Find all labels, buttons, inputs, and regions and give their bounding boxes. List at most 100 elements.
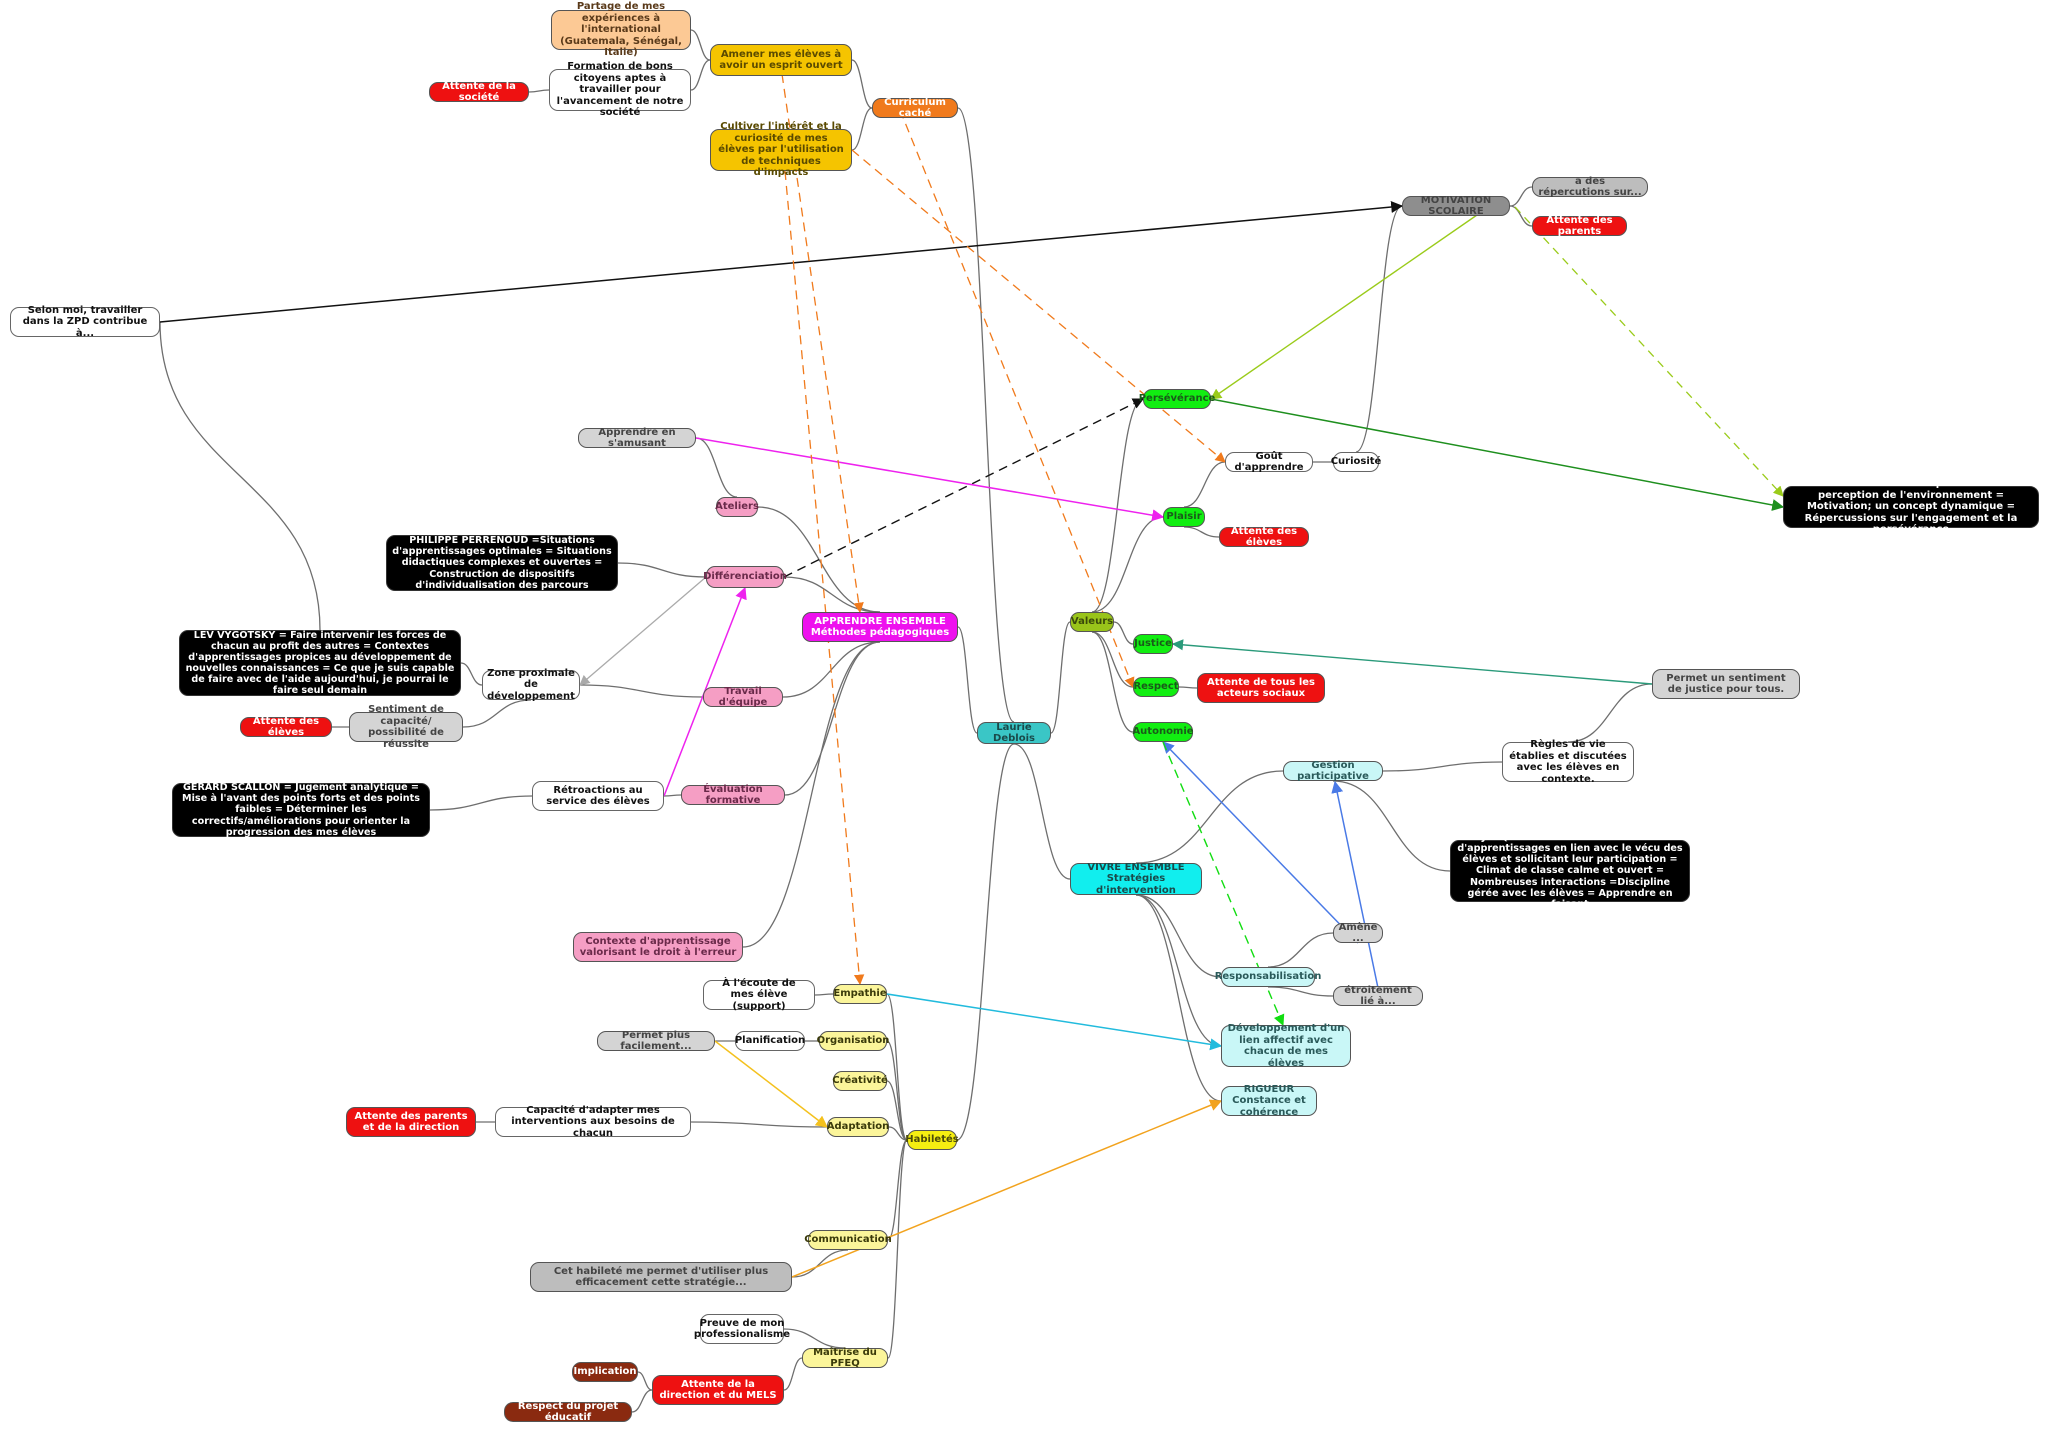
node-zone-proximale[interactable]: Zone proximale de développement bbox=[482, 668, 580, 702]
node-planification[interactable]: Planification bbox=[735, 1031, 805, 1051]
link-vivre-rigueur bbox=[1135, 894, 1222, 1102]
link-hab-organisation bbox=[886, 1040, 908, 1141]
node-perrenoud[interactable]: PHILIPPE PERRENOUD =Situations d'apprent… bbox=[386, 535, 618, 591]
node-formation[interactable]: Formation de bons citoyens aptes à trava… bbox=[549, 61, 691, 118]
node-habiletes[interactable]: Habiletés bbox=[905, 1130, 959, 1150]
node-rigueur[interactable]: RIGUEUR Constance et cohérence bbox=[1221, 1084, 1317, 1118]
node-contexte[interactable]: Contexte d'apprentissage valorisant le d… bbox=[573, 932, 743, 962]
node-maitrise[interactable]: Maîtrise du PFEQ bbox=[802, 1347, 888, 1369]
node-empathie[interactable]: Empathie bbox=[833, 984, 887, 1004]
node-respect[interactable]: Respect bbox=[1133, 677, 1179, 697]
node-viau[interactable]: ROLLAND VIAU = Perception de soi et perc… bbox=[1783, 478, 2039, 535]
node-autonomie[interactable]: Autonomie bbox=[1132, 722, 1194, 742]
arrow-amene-autonomie bbox=[1162, 741, 1359, 944]
link-empathie-ecoute bbox=[814, 993, 834, 996]
link-diff-perrenoud bbox=[617, 562, 707, 578]
node-ecoute[interactable]: À l'écoute de mes élève (support) bbox=[703, 978, 815, 1012]
node-curiosite[interactable]: Curiosité bbox=[1331, 452, 1381, 472]
node-cet-habilete[interactable]: Cet habileté me permet d'utiliser plus e… bbox=[530, 1262, 792, 1292]
arrow-empathie-lien bbox=[886, 993, 1223, 1051]
node-attente-direction-mels[interactable]: Attente de la direction et du MELS bbox=[652, 1375, 784, 1405]
arrow-diff-zone bbox=[579, 576, 707, 686]
link-motivation-rep bbox=[1509, 186, 1533, 207]
arrow-repercutions-perseverance bbox=[1210, 205, 1491, 400]
link-adapt-capacite bbox=[690, 1121, 828, 1128]
node-plaisir[interactable]: Plaisir bbox=[1163, 507, 1205, 527]
arrow-zpd-motivation bbox=[159, 201, 1404, 323]
node-preuve[interactable]: Preuve de mon professionalisme bbox=[694, 1314, 790, 1344]
node-caron[interactable]: JACQUELINE CARON = Situations d'apprenti… bbox=[1450, 832, 1690, 910]
node-retroactions[interactable]: Rétroactions au service des élèves bbox=[532, 781, 664, 811]
node-attente-acteurs[interactable]: Attente de tous les acteurs sociaux bbox=[1197, 673, 1325, 703]
node-gestion-participative[interactable]: Gestion participative bbox=[1283, 760, 1383, 782]
link-laurie-apprendre bbox=[957, 626, 978, 734]
node-communication[interactable]: Communication bbox=[804, 1230, 892, 1250]
node-perseverance[interactable]: Persévérance bbox=[1139, 389, 1215, 409]
node-zpd[interactable]: Selon moi, travailler dans la ZPD contri… bbox=[10, 305, 160, 339]
link-amener-formation bbox=[690, 59, 711, 91]
link-formation-attente bbox=[528, 89, 550, 93]
node-organisation[interactable]: Organisation bbox=[817, 1031, 889, 1051]
node-motivation[interactable]: MOTIVATION SCOLAIRE bbox=[1402, 195, 1510, 217]
node-capacite-adapter[interactable]: Capacité d'adapter mes interventions aux… bbox=[495, 1105, 691, 1139]
node-curriculum[interactable]: Curriculum caché bbox=[872, 97, 958, 119]
node-adaptation[interactable]: Adaptation bbox=[827, 1117, 889, 1137]
node-developpement-lien[interactable]: Développement d'un lien affectif avec ch… bbox=[1221, 1023, 1351, 1069]
link-hab-maitrise bbox=[887, 1139, 908, 1359]
link-travail-zone bbox=[579, 684, 704, 698]
node-regles[interactable]: Règles de vie établies et discutées avec… bbox=[1502, 739, 1634, 785]
link-curriculum-amener bbox=[851, 59, 873, 109]
node-vivre-ensemble[interactable]: VIVRE ENSEMBLE Stratégies d'intervention bbox=[1070, 862, 1202, 896]
node-amener[interactable]: Amener mes élèves à avoir un esprit ouve… bbox=[710, 44, 852, 76]
node-attente-parents[interactable]: Attente des parents bbox=[1532, 215, 1627, 237]
link-resp-amene bbox=[1267, 932, 1334, 968]
node-apprendre-amusant[interactable]: Apprendre en s'amusant bbox=[578, 427, 696, 449]
link-apprendre-diff bbox=[783, 576, 881, 613]
link-hab-communication bbox=[887, 1139, 908, 1241]
node-cultiver[interactable]: Cultiver l'intérêt et la curiosité de me… bbox=[710, 121, 852, 178]
node-sentiment-capacite[interactable]: Sentiment de capacité/ possibilité de ré… bbox=[349, 704, 463, 750]
node-valeurs[interactable]: Valeurs bbox=[1070, 612, 1114, 632]
node-responsabilisation[interactable]: Responsabilisation bbox=[1215, 967, 1321, 987]
link-laurie-valeurs bbox=[1050, 621, 1071, 734]
arrow-permet-adaptation bbox=[714, 1040, 828, 1128]
arrow-motivation-viau bbox=[1514, 206, 1784, 497]
link-maitrise-attente bbox=[783, 1357, 803, 1391]
node-implication[interactable]: Implication bbox=[572, 1362, 638, 1382]
node-repercutions[interactable]: a des répercutions sur... bbox=[1532, 176, 1648, 198]
node-etroitement[interactable]: étroitement lié à... bbox=[1333, 985, 1423, 1007]
link-resp-etroitement bbox=[1267, 986, 1334, 997]
node-gout[interactable]: Goût d'apprendre bbox=[1225, 451, 1313, 473]
node-scallon[interactable]: GÉRARD SCALLON = Jugement analytique = M… bbox=[172, 782, 430, 838]
node-creativite[interactable]: Créativité bbox=[832, 1071, 888, 1091]
node-partage[interactable]: Partage de mes expériences à l'internati… bbox=[551, 1, 691, 58]
node-laurie[interactable]: Laurie Deblois bbox=[977, 722, 1051, 744]
arrow-perseverance-viau bbox=[1210, 398, 1785, 511]
node-attente-societe[interactable]: Attente de la société bbox=[429, 81, 529, 103]
arrow-permet-justice bbox=[1171, 639, 1653, 685]
node-apprendre-ensemble[interactable]: APPRENDRE ENSEMBLE Méthodes pédagogiques bbox=[802, 612, 958, 642]
link-zone-sentiment bbox=[462, 699, 532, 728]
link-comm-cet bbox=[791, 1249, 849, 1278]
link-regles-justice bbox=[1567, 683, 1653, 743]
node-justice[interactable]: Justice bbox=[1133, 634, 1173, 654]
node-travail-equipe[interactable]: Travail d'équipe bbox=[703, 686, 783, 708]
arrow-cultiver-gout bbox=[851, 149, 1226, 463]
node-respect-projet[interactable]: Respect du projet éducatif bbox=[504, 1401, 632, 1423]
link-vygotsky-zpd bbox=[159, 321, 321, 631]
node-permet-facilement[interactable]: Permet plus facilement... bbox=[597, 1030, 715, 1052]
arrow-cultiver-empathie bbox=[784, 170, 865, 986]
link-hab-creativite bbox=[886, 1080, 908, 1141]
node-ateliers[interactable]: Ateliers bbox=[715, 497, 759, 517]
node-permet-justice[interactable]: Permet un sentiment de justice pour tous… bbox=[1652, 669, 1800, 699]
node-attente-parents-direction[interactable]: Attente des parents et de la direction bbox=[346, 1107, 476, 1137]
node-attente-eleves-1[interactable]: Attente des élèves bbox=[1219, 526, 1309, 548]
node-differenciation[interactable]: Différenciation bbox=[703, 566, 787, 588]
link-laurie-curriculum bbox=[957, 107, 1015, 723]
node-amene[interactable]: Amène ... bbox=[1333, 922, 1383, 944]
node-evaluation-formative[interactable]: Évaluation formative bbox=[681, 784, 785, 806]
link-amener-partage bbox=[690, 29, 711, 61]
node-attente-eleves-2[interactable]: Attente des élèves bbox=[240, 716, 332, 738]
node-vygotsky[interactable]: LEV VYGOTSKY = Faire intervenir les forc… bbox=[179, 630, 461, 696]
